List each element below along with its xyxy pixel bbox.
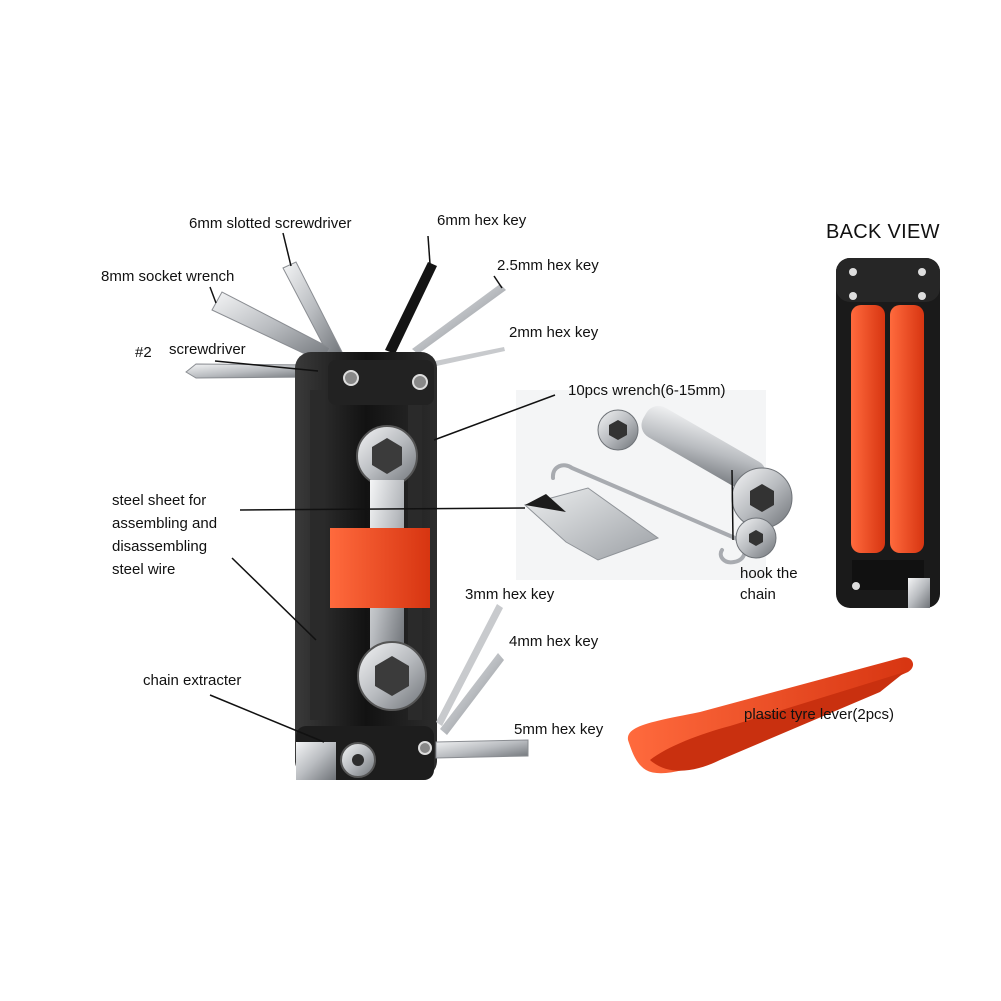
label-hex-4mm: 4mm hex key bbox=[509, 633, 599, 650]
leader-hook bbox=[731, 469, 734, 541]
bottom-hex-keys bbox=[435, 604, 529, 759]
label-hook-line2: chain bbox=[740, 586, 776, 603]
label-screwdriver: screwdriver bbox=[169, 341, 246, 358]
leader-steel-wire bbox=[231, 557, 317, 641]
label-steel-sheet-line4: steel wire bbox=[112, 561, 176, 578]
leader-steel-sheet bbox=[239, 507, 526, 511]
hex-key-2mm-tool bbox=[430, 347, 505, 367]
back-view-illustration bbox=[836, 258, 940, 608]
label-hex-2-5mm: 2.5mm hex key bbox=[497, 257, 599, 274]
label-back-view: BACK VIEW bbox=[826, 221, 940, 243]
label-hash2: #2 bbox=[135, 344, 152, 361]
label-tyre-lever: plastic tyre lever(2pcs) bbox=[744, 706, 895, 723]
accessories-inset bbox=[516, 390, 793, 580]
leader-10pcs-wrench bbox=[433, 394, 556, 441]
bolt-top-left bbox=[343, 370, 359, 386]
label-chain-extracter: chain extracter bbox=[143, 672, 242, 689]
label-hex-3mm: 3mm hex key bbox=[465, 586, 555, 603]
back-lever-left bbox=[851, 305, 885, 553]
hex-key-5mm-tool bbox=[435, 739, 529, 759]
top-tools bbox=[185, 261, 506, 379]
label-hex-5mm: 5mm hex key bbox=[514, 721, 604, 738]
leader-chain-extracter bbox=[209, 694, 325, 743]
leader-6mm-hex bbox=[427, 235, 431, 265]
bolt-top-right bbox=[412, 374, 428, 390]
tyre-lever-back bbox=[650, 672, 905, 771]
hex-key-4mm-tool bbox=[440, 653, 504, 735]
label-hex-2mm: 2mm hex key bbox=[509, 324, 599, 341]
hex-key-2-5mm-tool bbox=[412, 284, 506, 354]
label-steel-sheet-line1: steel sheet for bbox=[112, 492, 207, 509]
hex-key-6mm-tool bbox=[385, 262, 437, 354]
leader-slotted-screwdriver bbox=[282, 232, 292, 267]
leader-screwdriver bbox=[214, 360, 319, 372]
back-lever-right bbox=[890, 305, 924, 553]
tyre-levers bbox=[627, 657, 914, 774]
leader-2-5mm-hex bbox=[493, 275, 503, 289]
label-hex-6mm: 6mm hex key bbox=[437, 212, 527, 229]
label-socket-wrench: 8mm socket wrench bbox=[101, 268, 235, 285]
label-steel-sheet-line3: disassembling bbox=[112, 538, 208, 555]
label-slotted-screwdriver: 6mm slotted screwdriver bbox=[189, 215, 352, 232]
leader-socket-wrench bbox=[209, 286, 217, 304]
hex-key-3mm-tool bbox=[436, 604, 503, 726]
multi-tool-body bbox=[295, 352, 437, 780]
label-steel-sheet-line2: assembling and bbox=[112, 515, 218, 532]
label-wrench-10pcs: 10pcs wrench(6-15mm) bbox=[568, 382, 726, 399]
red-band bbox=[330, 528, 430, 608]
label-hook-line1: hook the bbox=[740, 565, 798, 582]
socket-wrench-tool bbox=[211, 291, 331, 363]
chain-extracter-part bbox=[296, 742, 336, 780]
bolt-bottom-right bbox=[418, 741, 432, 755]
leader-lines bbox=[209, 232, 734, 743]
